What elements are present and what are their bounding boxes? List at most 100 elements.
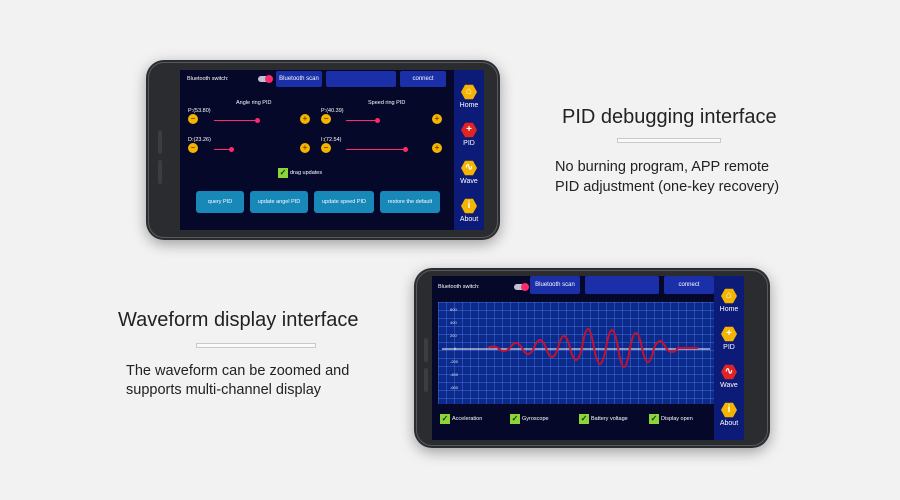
phone-side-button <box>158 130 162 154</box>
slider-handle[interactable] <box>229 147 234 152</box>
speed-p-plus-button[interactable]: + <box>432 114 442 124</box>
pid-caption-divider <box>617 138 721 143</box>
drag-updates-checkbox[interactable]: ✓ <box>278 168 288 178</box>
toggle-knob <box>521 283 529 291</box>
angle-d-minus-button[interactable]: − <box>188 143 198 153</box>
y-tick: 200 <box>450 333 457 338</box>
connect-button[interactable]: connect <box>400 71 446 87</box>
y-tick: -600 <box>450 385 459 390</box>
nav-wave-label: Wave <box>460 178 478 185</box>
phone-side-button <box>158 160 162 184</box>
angle-d-slider[interactable] <box>214 147 234 152</box>
slider-handle[interactable] <box>255 118 260 123</box>
wave-screen: Bluetooth switch: Bluetooth scan connect… <box>432 276 744 440</box>
angle-p-label: P:(53.80) <box>188 108 211 114</box>
waveform-trace <box>487 328 698 368</box>
nav-home[interactable]: ⌂ Home <box>714 288 744 313</box>
wave-phone-frame: Bluetooth switch: Bluetooth scan connect… <box>414 268 770 448</box>
wave-caption-desc-2: supports multi-channel display <box>126 382 322 398</box>
wave-caption-divider <box>196 343 316 348</box>
acceleration-checkbox[interactable]: ✓ <box>440 414 450 424</box>
acceleration-label: Acceleration <box>452 416 483 422</box>
waveform-svg <box>442 328 710 368</box>
speed-p-minus-button[interactable]: − <box>321 114 331 124</box>
nav-home-label: Home <box>459 102 479 109</box>
pid-phone-frame: Bluetooth switch: Bluetooth scan connect… <box>146 60 500 240</box>
speed-p-label: P:(40.39) <box>321 108 344 114</box>
query-pid-button[interactable]: query PID <box>196 191 244 213</box>
device-select[interactable] <box>326 71 396 87</box>
bluetooth-toggle[interactable] <box>514 283 529 291</box>
drag-updates-label: drag updates <box>290 170 323 176</box>
nav-home-label: Home <box>719 306 739 313</box>
bluetooth-scan-button[interactable]: Bluetooth scan <box>530 276 580 294</box>
nav-pid[interactable]: + PID <box>454 122 484 147</box>
battery-voltage-label: Battery voltage <box>591 416 628 422</box>
phone-rim <box>148 62 498 238</box>
wave-caption-desc-1: The waveform can be zoomed and <box>126 363 350 379</box>
pid-icon: + <box>721 326 737 342</box>
pid-icon: + <box>461 122 477 138</box>
about-icon: i <box>721 402 737 418</box>
bluetooth-toggle[interactable] <box>258 75 273 83</box>
wave-caption-title: Waveform display interface <box>118 309 359 331</box>
pid-caption-title: PID debugging interface <box>562 106 777 128</box>
connect-button[interactable]: connect <box>664 276 714 294</box>
nav-about-label: About <box>719 420 739 427</box>
slider-handle[interactable] <box>375 118 380 123</box>
nav-wave-label: Wave <box>720 382 738 389</box>
device-select[interactable] <box>585 276 659 294</box>
gyroscope-checkbox[interactable]: ✓ <box>510 414 520 424</box>
y-tick: 600 <box>450 307 457 312</box>
speed-i-label: I:(72.54) <box>321 137 342 143</box>
pid-caption-desc-1: No burning program, APP remote <box>555 159 770 175</box>
phone-side-button <box>424 368 428 392</box>
speed-ring-title: Speed ring PID <box>368 100 406 106</box>
home-icon: ⌂ <box>721 288 737 304</box>
nav-wave[interactable]: ∿Wave <box>714 364 744 389</box>
y-tick: -200 <box>450 359 459 364</box>
restore-default-button[interactable]: restore the default <box>380 191 440 213</box>
angle-d-label: D:(23.26) <box>188 137 211 143</box>
nav-about-label: About <box>459 216 479 223</box>
home-icon: ⌂ <box>461 84 477 100</box>
waveform-plot[interactable]: 600 400 200 0 -200 -400 -600 <box>438 302 714 404</box>
nav-home[interactable]: ⌂ Home <box>454 84 484 109</box>
bluetooth-switch-label: Bluetooth switch: <box>187 76 229 82</box>
gyroscope-label: Gyroscope <box>522 416 549 422</box>
angle-p-minus-button[interactable]: − <box>188 114 198 124</box>
y-tick: 400 <box>450 320 457 325</box>
pid-app-area: Bluetooth switch: Bluetooth scan connect… <box>180 70 454 230</box>
nav-pid-label: PID <box>463 140 475 147</box>
bluetooth-scan-button[interactable]: Bluetooth scan <box>276 71 322 87</box>
angle-p-slider[interactable] <box>214 118 260 123</box>
angle-p-plus-button[interactable]: + <box>300 114 310 124</box>
speed-i-slider[interactable] <box>346 147 408 152</box>
angle-d-plus-button[interactable]: + <box>300 143 310 153</box>
phone-side-button <box>424 338 428 362</box>
speed-i-plus-button[interactable]: + <box>432 143 442 153</box>
nav-pid[interactable]: + PID <box>714 326 744 351</box>
pid-caption-desc-2: PID adjustment (one-key recovery) <box>555 179 780 195</box>
update-angel-pid-button[interactable]: update angel PID <box>250 191 308 213</box>
y-tick: -400 <box>450 372 459 377</box>
nav-pid-label: PID <box>723 344 735 351</box>
angle-ring-title: Angle ring PID <box>236 100 272 106</box>
wave-app-area: Bluetooth switch: Bluetooth scan connect… <box>432 276 714 440</box>
about-icon: i <box>461 198 477 214</box>
wave-icon: ∿ <box>461 160 477 176</box>
bluetooth-switch-label: Bluetooth switch: <box>438 284 480 290</box>
display-open-label: Display open <box>661 416 693 422</box>
phone-rim <box>416 270 768 446</box>
display-open-checkbox[interactable]: ✓ <box>649 414 659 424</box>
speed-i-minus-button[interactable]: − <box>321 143 331 153</box>
slider-handle[interactable] <box>403 147 408 152</box>
speed-p-slider[interactable] <box>346 118 380 123</box>
update-speed-pid-button[interactable]: update speed PID <box>314 191 374 213</box>
toggle-knob <box>265 75 273 83</box>
nav-wave[interactable]: ∿ Wave <box>454 160 484 185</box>
battery-voltage-checkbox[interactable]: ✓ <box>579 414 589 424</box>
